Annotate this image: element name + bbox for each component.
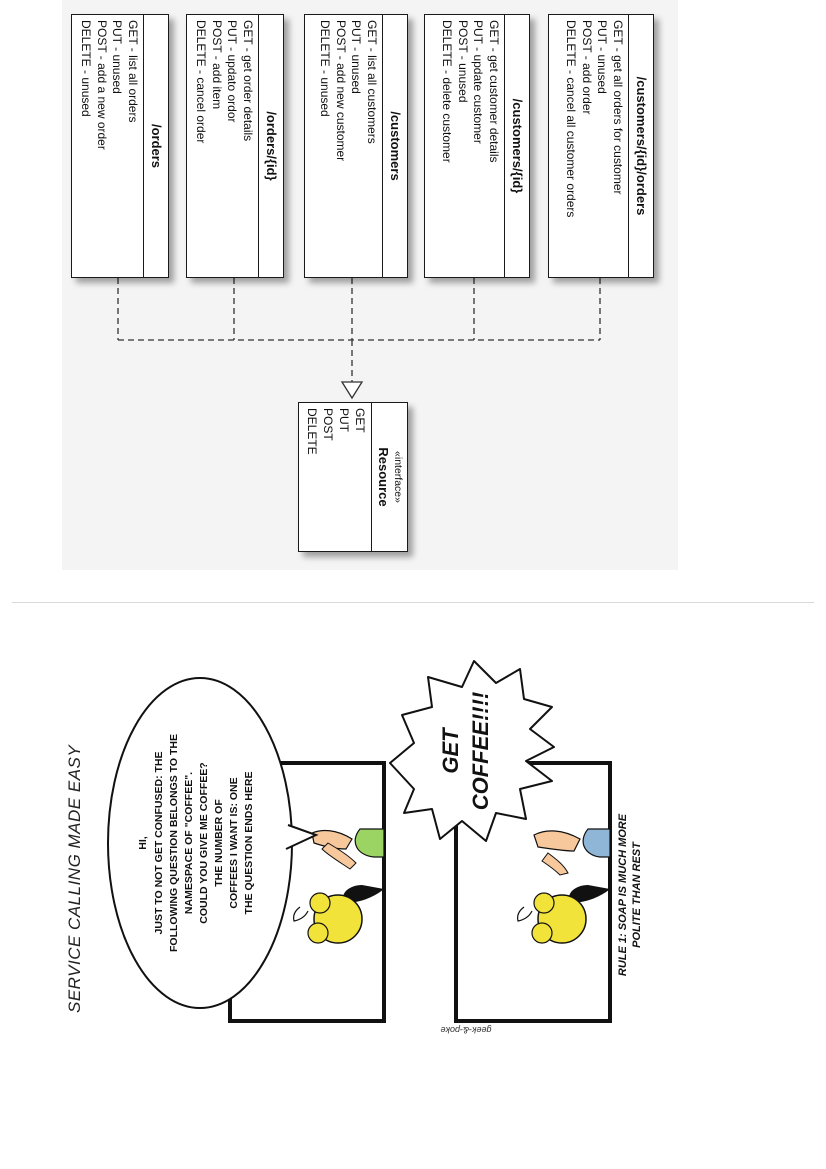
method-get: GET - list all customers bbox=[365, 20, 379, 144]
uml-diagram-panel: /orders GET - list all orders PUT - unus… bbox=[62, 0, 678, 570]
method-post: POST - add a new order bbox=[95, 20, 109, 150]
method-post: POST - add item bbox=[210, 20, 224, 110]
speech-line: NAMESPACE OF "COFFEE". bbox=[183, 772, 195, 914]
method-get: GET - get customer details bbox=[487, 20, 501, 163]
character-bald-panel-1 bbox=[311, 828, 385, 870]
speech-line: THE NUMBER OF bbox=[213, 799, 225, 887]
method-put: PUT - unused bbox=[595, 20, 610, 94]
method-post: POST - add order bbox=[580, 20, 594, 115]
resource-path: /orders bbox=[143, 15, 168, 277]
method-delete: DELETE - delete customer bbox=[440, 20, 455, 163]
method-get: GET - get order details bbox=[241, 20, 255, 142]
interface-stereotype: «interface» bbox=[392, 451, 404, 503]
interface-method-post: POST bbox=[321, 408, 335, 441]
speech-line: COFFEES I WANT IS: ONE bbox=[228, 777, 240, 908]
caption-line: RULE 1: SOAP IS MUCH MORE bbox=[617, 813, 629, 976]
character-blonde-panel-2 bbox=[517, 885, 610, 944]
resource-path: /customers/{id} bbox=[504, 15, 529, 277]
interface-name: Resource bbox=[376, 447, 391, 507]
method-delete: DELETE - cancel all customer orders bbox=[564, 20, 579, 218]
resource-path: /customers/{id}/orders bbox=[628, 15, 653, 277]
method-get: GET - get all orders for customer bbox=[611, 20, 625, 195]
resource-card-customers: /customers GET - list all customers PUT … bbox=[304, 14, 408, 278]
speech-line: HI, bbox=[137, 836, 149, 850]
character-blonde-panel-1 bbox=[293, 885, 384, 944]
speech-line: JUST TO NOT GET CONFUSED: THE bbox=[153, 752, 165, 935]
method-post: POST - add new customer bbox=[334, 20, 348, 162]
method-put: PUT - updato ordor bbox=[225, 20, 240, 123]
interface-resource-box: «interface» Resource GET PUT POST DELETE bbox=[298, 402, 408, 552]
resource-card-order-id: /orders/{id} GET - get order details PUT… bbox=[186, 14, 284, 278]
comic-signature: geek-&-poke bbox=[440, 1025, 491, 1035]
comic-title: SERVICE CALLING MADE EASY bbox=[65, 744, 84, 1013]
character-bald-panel-2 bbox=[533, 828, 611, 876]
caption-line: POLITE THAN REST bbox=[631, 841, 643, 948]
interface-method-delete: DELETE bbox=[305, 408, 319, 455]
speech-line: THE QUESTION ENDS HERE bbox=[243, 772, 255, 915]
method-delete: DELETE - unused bbox=[79, 20, 94, 117]
uml-connectors bbox=[117, 278, 601, 400]
interface-method-put: PUT bbox=[337, 408, 351, 432]
resource-card-customer-orders: /customers/{id}/orders GET - get all ord… bbox=[548, 14, 654, 278]
shout-line: GET bbox=[438, 727, 463, 774]
method-delete: DELETE - unused bbox=[318, 20, 333, 117]
interface-method-get: GET bbox=[353, 408, 367, 433]
shout-line: COFFEE!!!! bbox=[468, 692, 493, 811]
resource-card-orders: /orders GET - list all orders PUT - unus… bbox=[71, 14, 169, 278]
method-get: GET - list all orders bbox=[126, 20, 140, 123]
resource-card-customer-id: /customers/{id} GET - get customer detai… bbox=[424, 14, 530, 278]
speech-line: COULD YOU GIVE ME COFFEE? bbox=[198, 762, 210, 923]
method-put: PUT - unused bbox=[110, 20, 125, 94]
speech-line: FOLLOWING QUESTION BELONGS TO THE bbox=[168, 734, 180, 952]
method-delete: DELETE - cancel order bbox=[194, 20, 209, 144]
method-post: POST - unused bbox=[456, 20, 470, 103]
speech-balloon: HI, JUST TO NOT GET CONFUSED: THE FOLLOW… bbox=[107, 677, 319, 1009]
method-put: PUT - update customer bbox=[471, 20, 486, 144]
comic-strip: SERVICE CALLING MADE EASY bbox=[65, 660, 643, 1035]
resource-path: /orders/{id} bbox=[258, 15, 283, 277]
shout-burst: GET COFFEE!!!! bbox=[389, 660, 555, 842]
section-divider bbox=[12, 602, 814, 603]
comic-area: SERVICE CALLING MADE EASY bbox=[0, 603, 826, 1169]
realization-arrowhead bbox=[340, 381, 364, 400]
resource-path: /customers bbox=[382, 15, 407, 277]
method-put: PUT - unused bbox=[349, 20, 364, 94]
